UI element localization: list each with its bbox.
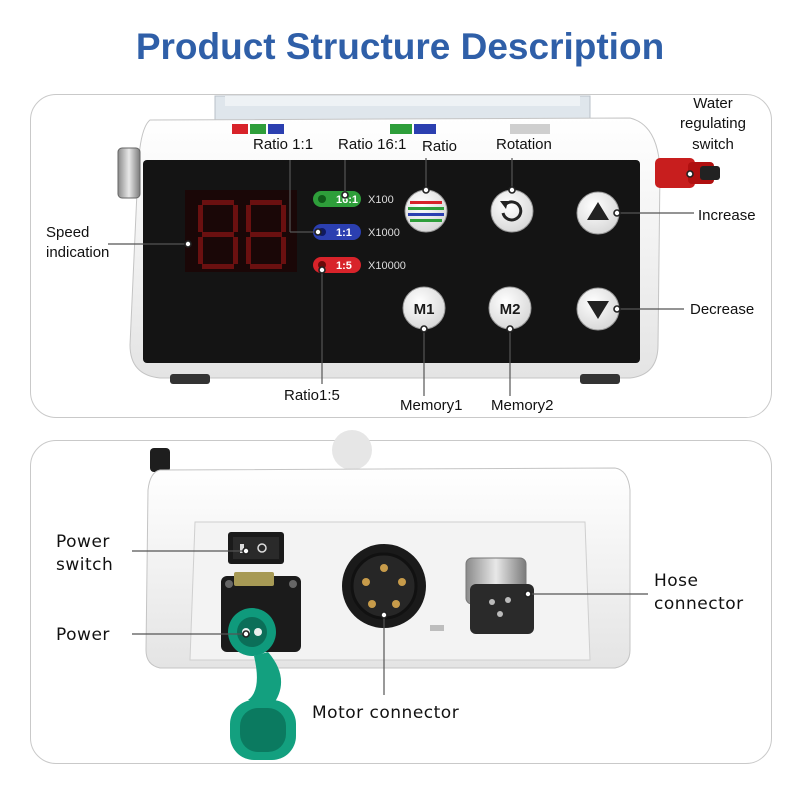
- m1-label: M1: [414, 301, 435, 318]
- label-decrease: Decrease: [690, 301, 755, 318]
- speed-display: [185, 190, 297, 272]
- label-ratio-1-1: Ratio 1:1: [253, 136, 314, 153]
- ratio-mult-1-1: X1000: [368, 227, 400, 239]
- label-ratio-16-1: Ratio 16:1: [338, 136, 407, 153]
- front-leader-lines: [108, 158, 694, 396]
- ratio-button[interactable]: [404, 189, 448, 233]
- rotation-button[interactable]: [490, 189, 534, 233]
- ratio-tag-16-1: 16:1: [336, 194, 358, 206]
- label-ratio-1-5: Ratio1:5: [284, 387, 340, 404]
- label-ratio: Ratio: [422, 138, 458, 155]
- label-power: Power: [56, 625, 110, 645]
- label-water-regulating-switch: Water regulating switch: [680, 95, 746, 153]
- label-memory2: Memory2: [491, 397, 554, 414]
- label-power-switch: Power switch: [56, 532, 114, 575]
- back-unit: [145, 430, 631, 760]
- label-rotation: Rotation: [496, 136, 552, 153]
- label-memory1: Memory1: [400, 397, 463, 414]
- ratio-tag-1-1: 1:1: [336, 227, 352, 239]
- ratio-mult-1-5: X10000: [368, 260, 406, 272]
- front-leader-dots: [184, 170, 694, 333]
- ratio-tag-1-5: 1:5: [336, 260, 352, 272]
- back-leader-lines: [132, 550, 648, 695]
- ratio-indicator-16-1: 16:1 X100: [313, 191, 394, 207]
- power-socket[interactable]: [221, 572, 301, 760]
- ratio-indicator-1-1: 1:1 X1000: [313, 224, 400, 240]
- front-unit: 16:1 X100 1:1 X1000 1:5 X10000: [117, 95, 720, 384]
- m2-label: M2: [500, 301, 521, 318]
- memory2-button[interactable]: M2: [488, 286, 532, 330]
- power-switch[interactable]: [228, 532, 284, 564]
- label-increase: Increase: [698, 207, 756, 224]
- label-motor-connector: Motor connector: [312, 703, 460, 723]
- page-title: Product Structure Description: [135, 26, 665, 67]
- increase-button[interactable]: [576, 191, 620, 235]
- memory1-button[interactable]: M1: [402, 286, 446, 330]
- hose-connector[interactable]: [465, 557, 534, 634]
- decrease-button[interactable]: [576, 287, 620, 331]
- back-leader-dots: [242, 547, 532, 638]
- ratio-mult-16-1: X100: [368, 194, 394, 206]
- label-hose-connector: Hose connector: [654, 571, 744, 614]
- label-speed-indication: Speed indication: [46, 224, 110, 262]
